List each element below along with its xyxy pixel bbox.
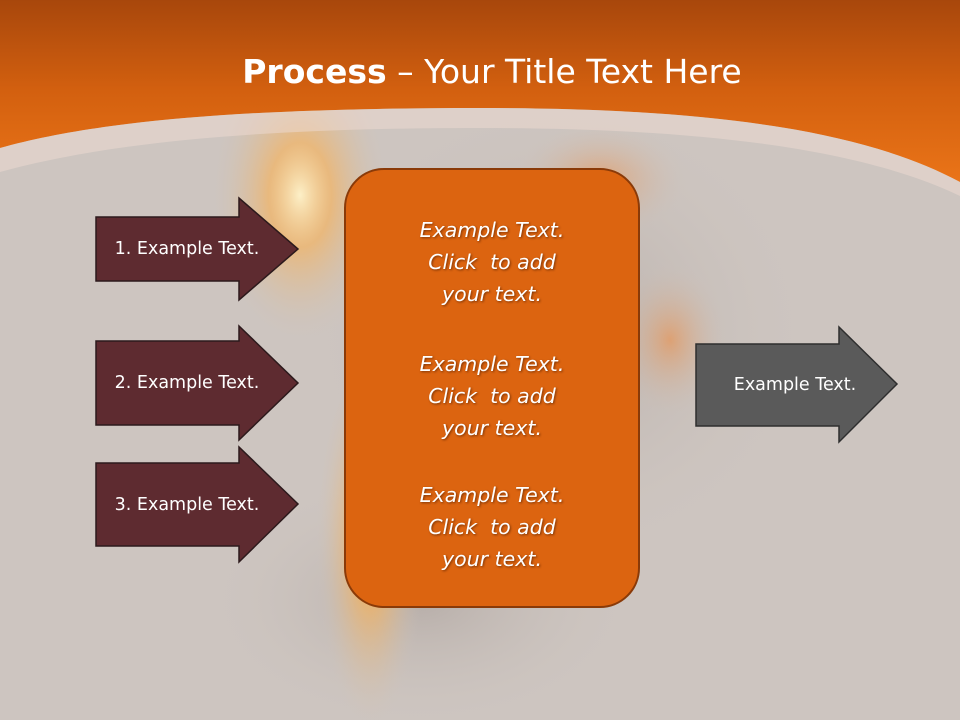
entry-line: Click to add: [428, 515, 556, 539]
title-bold: Process: [242, 52, 387, 91]
step-arrow-shape: [95, 324, 300, 442]
text-entry-2[interactable]: Example Text. Click to add your text.: [346, 348, 638, 444]
step-label: 2. Example Text.: [114, 373, 260, 393]
entry-line: your text.: [442, 282, 542, 306]
result-arrow[interactable]: Example Text.: [695, 325, 900, 444]
entry-line: Example Text.: [419, 218, 565, 242]
step-label: 3. Example Text.: [114, 495, 260, 515]
entry-line: Example Text.: [419, 352, 565, 376]
entry-line: Click to add: [428, 384, 556, 408]
result-label: Example Text.: [733, 375, 857, 395]
step-arrow-3[interactable]: 3. Example Text.: [95, 445, 300, 564]
header-band: [0, 0, 960, 182]
title-rest: – Your Title Text Here: [386, 52, 742, 91]
entry-line: your text.: [442, 547, 542, 571]
step-label: 1. Example Text.: [114, 239, 260, 259]
slide-title: Process – Your Title Text Here: [0, 52, 960, 91]
text-entry-1[interactable]: Example Text. Click to add your text.: [346, 214, 638, 310]
text-entry-3[interactable]: Example Text. Click to add your text.: [346, 479, 638, 575]
step-arrow-shape: [95, 196, 300, 302]
step-arrow-shape: [95, 445, 300, 564]
result-arrow-shape: [695, 325, 899, 444]
step-arrow-1[interactable]: 1. Example Text.: [95, 196, 300, 302]
header-swoosh: [0, 108, 960, 196]
step-arrow-2[interactable]: 2. Example Text.: [95, 324, 300, 442]
entry-line: Example Text.: [419, 483, 565, 507]
entry-line: Click to add: [428, 250, 556, 274]
entry-line: your text.: [442, 416, 542, 440]
center-text-box[interactable]: Example Text. Click to add your text. Ex…: [344, 168, 640, 608]
